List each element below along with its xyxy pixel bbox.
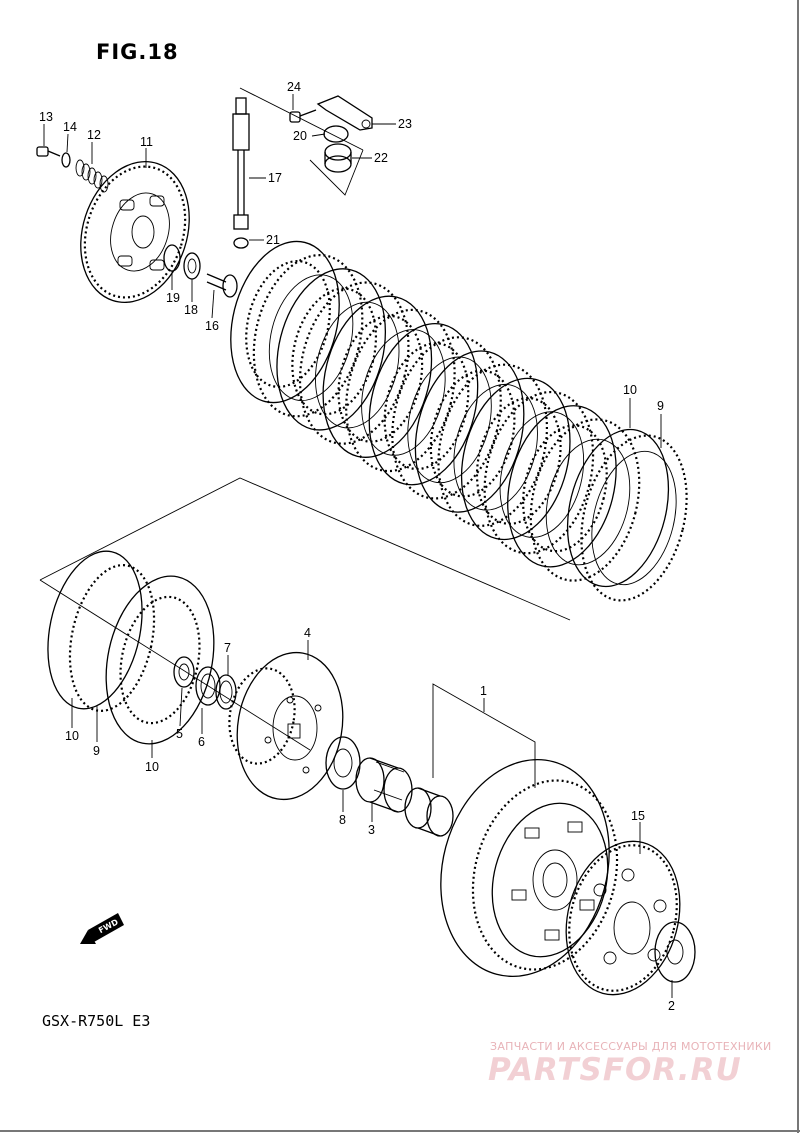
bearing-22 bbox=[324, 143, 352, 173]
plate-inner-edge bbox=[407, 356, 492, 484]
bearing-21 bbox=[233, 237, 249, 249]
callout-21: 21 bbox=[266, 233, 280, 247]
washer-2 bbox=[654, 921, 696, 983]
callout-6: 6 bbox=[198, 735, 205, 749]
bolt-24 bbox=[289, 109, 317, 123]
leader-lines bbox=[43, 94, 673, 998]
callout-8: 8 bbox=[339, 813, 346, 827]
release-rod-17 bbox=[232, 97, 250, 249]
callout-7: 7 bbox=[224, 641, 231, 655]
washer-19 bbox=[163, 244, 181, 272]
drive-plate bbox=[345, 308, 456, 473]
plate-9 bbox=[580, 434, 688, 602]
washer-14 bbox=[61, 152, 71, 168]
spacer bbox=[404, 787, 454, 837]
callout-19: 19 bbox=[166, 291, 180, 305]
callout-2: 2 bbox=[668, 999, 675, 1013]
watermark-logo: PARTSFOR.RU bbox=[488, 1052, 742, 1088]
plain-plate bbox=[276, 268, 387, 431]
shaft-guide-line-bottom bbox=[309, 149, 364, 196]
drive-plate bbox=[483, 390, 595, 555]
callout-5: 5 bbox=[176, 727, 183, 741]
thrust-washer-8 bbox=[325, 736, 361, 790]
plate-10 bbox=[566, 428, 670, 588]
callout-9-upper: 9 bbox=[657, 399, 664, 413]
plain-plate bbox=[368, 322, 479, 486]
release-arm-23 bbox=[316, 95, 373, 131]
sleeve-hub-4 bbox=[228, 651, 344, 801]
plate-inner-edge bbox=[314, 301, 400, 429]
model-code: GSX-R750L E3 bbox=[42, 1012, 151, 1030]
spring-12 bbox=[75, 159, 109, 193]
callout-15: 15 bbox=[631, 809, 645, 823]
watermark-subtitle: ЗАПЧАСТИ И АКСЕССУАРЫ ДЛЯ МОТОТЕХНИКИ bbox=[490, 1040, 772, 1053]
callout-11: 11 bbox=[140, 135, 153, 149]
plate-inner-edge bbox=[268, 274, 354, 401]
plain-plate bbox=[230, 240, 340, 404]
callout-20: 20 bbox=[293, 129, 307, 143]
forward-arrow-icon: FWD bbox=[80, 913, 124, 944]
plate-inner-edge bbox=[361, 329, 446, 456]
plate-inner-edge bbox=[522, 424, 608, 553]
callout-10-upper: 10 bbox=[623, 383, 637, 397]
bearing-18 bbox=[183, 252, 201, 280]
drive-plate bbox=[252, 254, 364, 418]
plain-plate bbox=[322, 295, 433, 458]
plate-inner-edge bbox=[499, 411, 585, 538]
callout-18: 18 bbox=[184, 303, 198, 317]
callout-24: 24 bbox=[287, 80, 301, 94]
oil-seal-20 bbox=[323, 125, 349, 143]
callout-labels: 13 14 12 11 24 23 20 22 17 21 19 18 16 1… bbox=[39, 80, 675, 1013]
callout-16: 16 bbox=[205, 319, 219, 333]
callout-23: 23 bbox=[398, 117, 412, 131]
callout-14: 14 bbox=[63, 120, 77, 134]
callout-4: 4 bbox=[304, 626, 311, 640]
drive-plate bbox=[437, 363, 549, 527]
callout-3: 3 bbox=[368, 823, 375, 837]
primary-driven-gear-1 bbox=[440, 758, 619, 978]
needle-bearing-3 bbox=[355, 757, 413, 813]
plain-plate bbox=[460, 377, 571, 541]
drive-plate bbox=[391, 336, 502, 500]
lock-washer-6 bbox=[195, 666, 221, 706]
plate-inner-edge bbox=[453, 383, 538, 511]
callout-1: 1 bbox=[480, 684, 487, 698]
callout-12: 12 bbox=[87, 128, 101, 142]
drive-plate bbox=[298, 281, 410, 445]
callout-9-lower: 9 bbox=[93, 744, 100, 758]
pressure-plate bbox=[80, 161, 190, 303]
callout-17: 17 bbox=[268, 171, 282, 185]
plate-9-inner bbox=[591, 450, 677, 586]
clutch-plate-stack bbox=[230, 240, 688, 602]
assembly-boundary-upper bbox=[39, 477, 571, 621]
callout-13: 13 bbox=[39, 110, 53, 124]
lower-plate-stack bbox=[47, 550, 215, 745]
plain-plate bbox=[414, 350, 525, 513]
callout-10-lower-left: 10 bbox=[65, 729, 79, 743]
callout-10-lower: 10 bbox=[145, 760, 159, 774]
callout-22: 22 bbox=[374, 151, 388, 165]
bearing-5 bbox=[173, 656, 195, 688]
plain-plate bbox=[507, 405, 617, 568]
shaft-guide-line-top bbox=[239, 87, 364, 151]
pushrod-16 bbox=[206, 273, 238, 298]
bolt-13 bbox=[36, 146, 61, 157]
figure-title: FIG.18 bbox=[96, 40, 179, 64]
gear-15 bbox=[565, 840, 681, 996]
drive-plate bbox=[529, 418, 641, 582]
